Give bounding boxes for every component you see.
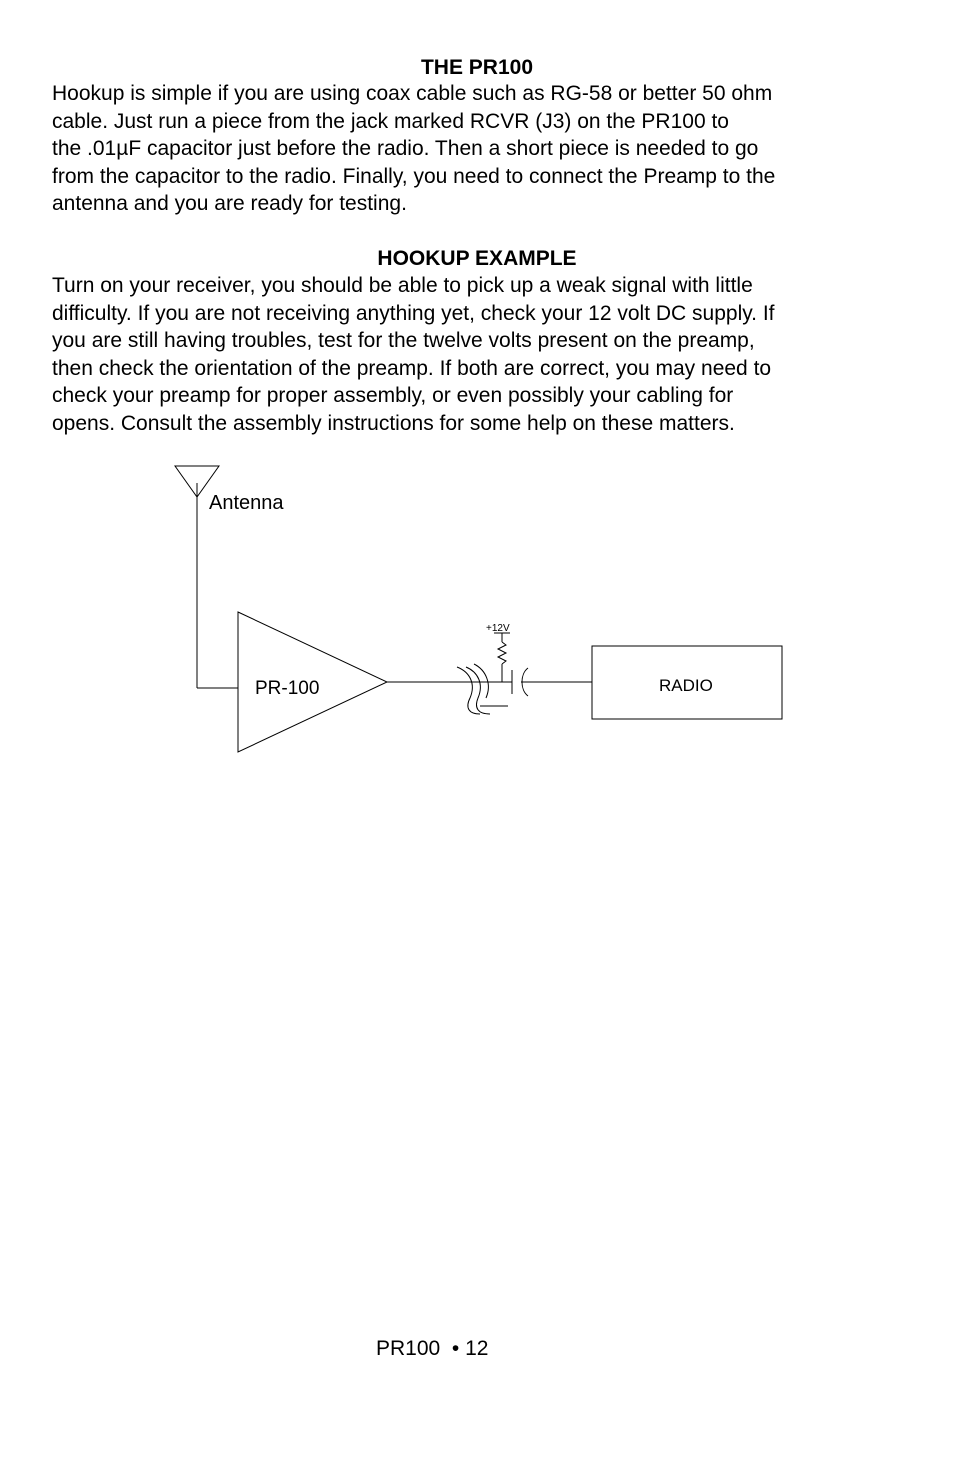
page-number: 12 bbox=[465, 1337, 489, 1360]
section-body-the-pr100: Hookup is simple if you are using coax c… bbox=[52, 80, 902, 218]
body-line: Turn on your receiver, you should be abl… bbox=[52, 274, 753, 297]
hookup-diagram: Antenna PR-100 +12V RADIO bbox=[174, 465, 783, 753]
body-line: difficulty. If you are not receiving any… bbox=[52, 301, 775, 325]
footer-doc-name: PR100 bbox=[376, 1337, 441, 1360]
resistor-icon bbox=[496, 641, 508, 665]
coax-break-icon bbox=[465, 666, 491, 715]
body-line: cable. Just run a piece from the jack ma… bbox=[52, 109, 729, 133]
section-heading-hookup-example: HOOKUP EXAMPLE bbox=[377, 247, 577, 270]
radio-box bbox=[591, 645, 783, 720]
coax-break-icon bbox=[456, 666, 481, 715]
body-line: from the capacitor to the radio. Finally… bbox=[52, 164, 776, 188]
radio-label: RADIO bbox=[659, 676, 713, 695]
antenna-icon bbox=[174, 465, 220, 498]
body-line: antenna and you are ready for testing. bbox=[52, 192, 407, 216]
body-line: the .01µF capacitor just before the radi… bbox=[52, 137, 759, 161]
footer-separator: • bbox=[451, 1337, 460, 1360]
body-line: then check the orientation of the preamp… bbox=[52, 356, 772, 380]
body-line: you are still having troubles, test for … bbox=[52, 329, 755, 353]
coax-break-icon bbox=[473, 663, 489, 699]
body-line: Hookup is simple if you are using coax c… bbox=[52, 82, 773, 105]
section-heading-the-pr100: THE PR100 bbox=[420, 56, 534, 79]
section-body-hookup-example: Turn on your receiver, you should be abl… bbox=[52, 272, 902, 438]
supply-voltage-label: +12V bbox=[486, 623, 510, 634]
page-footer: PR100 • 12 bbox=[376, 1335, 488, 1362]
body-line: opens. Consult the assembly instructions… bbox=[52, 411, 735, 435]
body-line: check your preamp for proper assembly, o… bbox=[52, 384, 734, 408]
antenna-label: Antenna bbox=[209, 492, 284, 514]
amplifier-label: PR-100 bbox=[255, 678, 319, 699]
amplifier-triangle bbox=[237, 611, 389, 753]
